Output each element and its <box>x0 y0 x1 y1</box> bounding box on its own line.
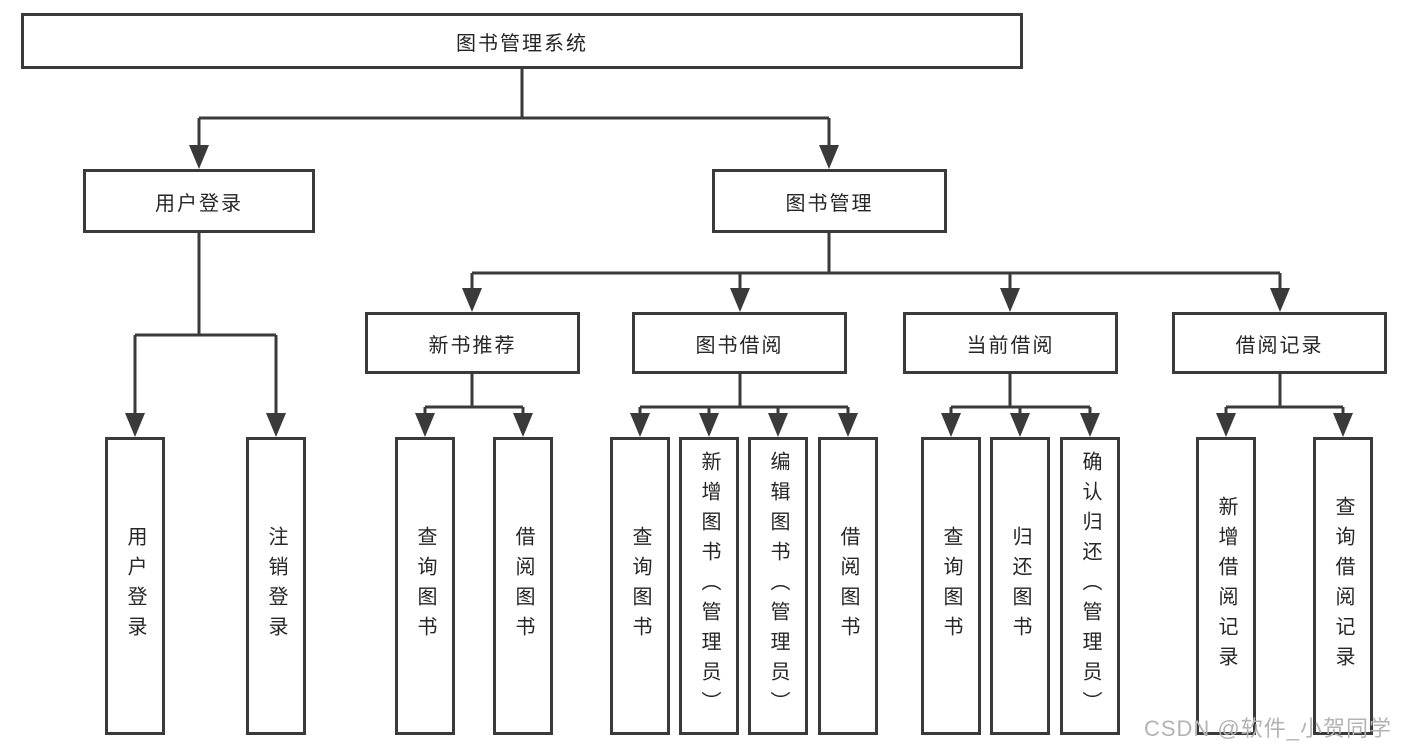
leaf-label: 确认归还（管理员） <box>1079 451 1101 721</box>
leaf-borrow-books: 借阅图书 <box>818 437 878 735</box>
node-label: 图书借阅 <box>695 334 784 357</box>
leaf-user-login: 用户登录 <box>105 437 165 735</box>
leaf-label: 归还图书 <box>1009 526 1031 646</box>
arrowhead-icon <box>819 145 839 169</box>
arrowhead-icon <box>415 413 435 437</box>
leaf-edit-books-admin: 编辑图书（管理员） <box>748 437 808 735</box>
arrowhead-icon <box>189 145 209 169</box>
leaf-label: 查询图书 <box>629 526 651 646</box>
node-label: 借阅记录 <box>1235 334 1324 357</box>
leaf-label: 新增图书（管理员） <box>698 451 720 721</box>
arrowhead-icon <box>838 413 858 437</box>
connector-line <box>1224 374 1345 414</box>
node-label: 图书管理 <box>785 192 874 215</box>
leaf-label: 借阅图书 <box>837 526 859 646</box>
node-user-login: 用户登录 <box>83 169 315 233</box>
node-borrowing-records: 借阅记录 <box>1172 312 1387 374</box>
leaf-label: 注销登录 <box>265 526 287 646</box>
leaf-return-books: 归还图书 <box>990 437 1050 735</box>
node-label: 当前借阅 <box>966 334 1055 357</box>
node-library-system: 图书管理系统 <box>21 13 1023 69</box>
leaf-search-borrow-record: 查询借阅记录 <box>1313 437 1373 735</box>
arrowhead-icon <box>1333 413 1353 437</box>
connector-line <box>949 374 1092 414</box>
leaf-label: 查询借阅记录 <box>1332 496 1354 676</box>
leaf-label: 用户登录 <box>124 526 146 646</box>
arrowhead-icon <box>630 413 650 437</box>
arrowhead-icon <box>125 413 145 437</box>
node-label: 用户登录 <box>155 192 243 215</box>
leaf-label: 查询图书 <box>940 526 962 646</box>
leaf-search-books: 查询图书 <box>395 437 455 735</box>
leaf-search-books: 查询图书 <box>610 437 670 735</box>
leaf-add-books-admin: 新增图书（管理员） <box>679 437 739 735</box>
node-book-management: 图书管理 <box>712 169 947 233</box>
arrowhead-icon <box>1010 413 1030 437</box>
leaf-search-books: 查询图书 <box>921 437 981 735</box>
arrowhead-icon <box>730 288 750 312</box>
arrowhead-icon <box>1270 288 1290 312</box>
leaf-label: 查询图书 <box>414 526 436 646</box>
connector-line <box>197 69 831 146</box>
arrowhead-icon <box>266 413 286 437</box>
node-book-borrowing: 图书借阅 <box>632 312 847 374</box>
arrowhead-icon <box>462 288 482 312</box>
arrowhead-icon <box>513 413 533 437</box>
leaf-label: 借阅图书 <box>512 526 534 646</box>
arrowhead-icon <box>699 413 719 437</box>
connector-line <box>423 374 525 414</box>
csdn-watermark: CSDN @软件_小贺同学 <box>1143 716 1392 741</box>
node-new-book-recommend: 新书推荐 <box>365 312 580 374</box>
arrowhead-icon <box>1216 413 1236 437</box>
leaf-add-borrow-record: 新增借阅记录 <box>1196 437 1256 735</box>
leaf-label: 新增借阅记录 <box>1215 496 1237 676</box>
arrowhead-icon <box>941 413 961 437</box>
node-current-borrowing: 当前借阅 <box>903 312 1118 374</box>
leaf-logout: 注销登录 <box>246 437 306 735</box>
connector-line <box>133 233 278 414</box>
connector-line <box>470 233 1282 289</box>
arrowhead-icon <box>768 413 788 437</box>
leaf-confirm-return-admin: 确认归还（管理员） <box>1060 437 1120 735</box>
arrowhead-icon <box>1080 413 1100 437</box>
node-label: 图书管理系统 <box>456 32 588 55</box>
leaf-borrow-books: 借阅图书 <box>493 437 553 735</box>
leaf-label: 编辑图书（管理员） <box>767 451 789 721</box>
connector-line <box>638 374 850 414</box>
node-label: 新书推荐 <box>428 334 517 357</box>
arrowhead-icon <box>1000 288 1020 312</box>
